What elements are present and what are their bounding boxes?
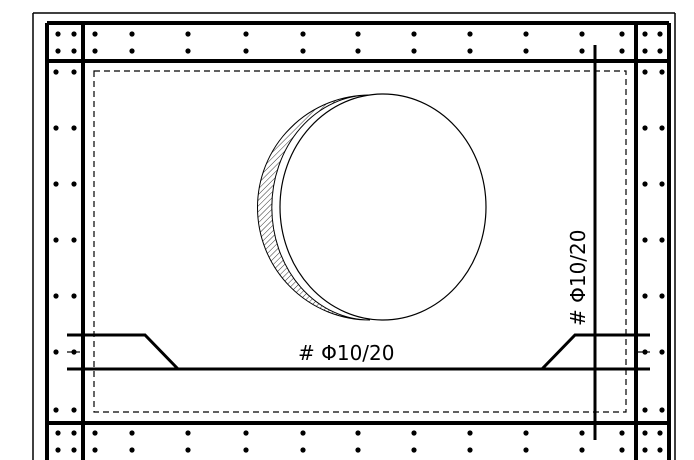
rebar-dot [642, 447, 648, 453]
rebar-dot [53, 407, 59, 413]
rebar-dot [71, 48, 77, 54]
rebar-dot [71, 31, 77, 37]
rebar-dot [411, 48, 417, 54]
rebar-dot [619, 31, 625, 37]
rebar-dot [657, 31, 663, 37]
rebar-dot [579, 31, 585, 37]
rebar-dot [55, 31, 61, 37]
rebar-dot [657, 447, 663, 453]
horizontal-rebar [67, 333, 650, 371]
rebar-dot [523, 430, 529, 436]
rebar-dot [243, 48, 249, 54]
hatched-crescent [257, 94, 371, 321]
rebar-dot [243, 447, 249, 453]
rebar-dot [642, 125, 648, 131]
rebar-dot [619, 48, 625, 54]
rebar-dot [642, 293, 648, 299]
rebar-dot [355, 31, 361, 37]
rebar-dot [659, 181, 665, 187]
rebar-dot [523, 48, 529, 54]
rebar-dot [659, 407, 665, 413]
rebar-dot [185, 447, 191, 453]
rebar-dot [53, 69, 59, 75]
rebar-dot [53, 237, 59, 243]
rebar-dot [129, 48, 135, 54]
circular-opening [257, 93, 487, 321]
rebar-dot [659, 69, 665, 75]
rebar-dot [53, 349, 59, 355]
rebar-dot [657, 48, 663, 54]
rebar-dot [642, 407, 648, 413]
rebar-dot [300, 31, 306, 37]
rebar-label-horizontal: # Φ10/20 [298, 341, 395, 365]
rebar-dot [185, 430, 191, 436]
rebar-dot [642, 181, 648, 187]
rebar-dot [71, 69, 77, 75]
rebar-dot [53, 125, 59, 131]
rebar-dot [71, 447, 77, 453]
cover-dashed-line [93, 70, 627, 413]
rebar-dot [53, 181, 59, 187]
rebar-dot [579, 430, 585, 436]
rebar-dot [300, 48, 306, 54]
rebar-dot [71, 407, 77, 413]
rebar-dot [185, 48, 191, 54]
rebar-dot [300, 447, 306, 453]
rebar-dot [467, 48, 473, 54]
rebar-dot [659, 237, 665, 243]
rebar-dot [642, 31, 648, 37]
rebar-dot [92, 48, 98, 54]
rebar-dot [243, 31, 249, 37]
rebar-dot [243, 430, 249, 436]
rebar-dot [71, 181, 77, 187]
rebar-dot [659, 293, 665, 299]
rebar-dot [467, 430, 473, 436]
rebar-dot [129, 31, 135, 37]
wall-border [45, 21, 671, 460]
rebar-dot [300, 430, 306, 436]
rebar-dot [55, 430, 61, 436]
corner-vertical-bars [81, 23, 638, 460]
rebar-dot [355, 430, 361, 436]
rebar-dot [53, 293, 59, 299]
rebar-dot [129, 430, 135, 436]
rebar-dots [53, 31, 665, 453]
rebar-label-vertical: # Φ10/20 [566, 230, 590, 327]
rebar-dot [642, 430, 648, 436]
rebar-dot [92, 430, 98, 436]
rebar-dot [619, 430, 625, 436]
rebar-dot [355, 48, 361, 54]
rebar-dot [355, 447, 361, 453]
rebar-dot [92, 31, 98, 37]
rebar-dot [657, 430, 663, 436]
rebar-dot [411, 430, 417, 436]
rebar-dot [642, 48, 648, 54]
rebar-dot [71, 293, 77, 299]
outer-frame [32, 12, 676, 460]
rebar-dot [642, 69, 648, 75]
rebar-dot [411, 31, 417, 37]
slab-bands [47, 59, 669, 425]
rebar-dot [659, 349, 665, 355]
rebar-dot [71, 125, 77, 131]
rebar-dot [659, 125, 665, 131]
rebar-dot [55, 447, 61, 453]
rebar-dot [55, 48, 61, 54]
rebar-dot [579, 48, 585, 54]
rebar-dot [411, 447, 417, 453]
rebar-dot [467, 31, 473, 37]
rebar-dot [129, 447, 135, 453]
rebar-dot [642, 237, 648, 243]
rebar-dot [579, 447, 585, 453]
rebar-dot [71, 237, 77, 243]
rebar-dot [467, 447, 473, 453]
rebar-dot [523, 447, 529, 453]
rebar-dot [523, 31, 529, 37]
rebar-dot [71, 430, 77, 436]
rebar-dot [92, 447, 98, 453]
opening-circle [279, 93, 487, 321]
rebar-dot [185, 31, 191, 37]
rebar-dot [619, 447, 625, 453]
